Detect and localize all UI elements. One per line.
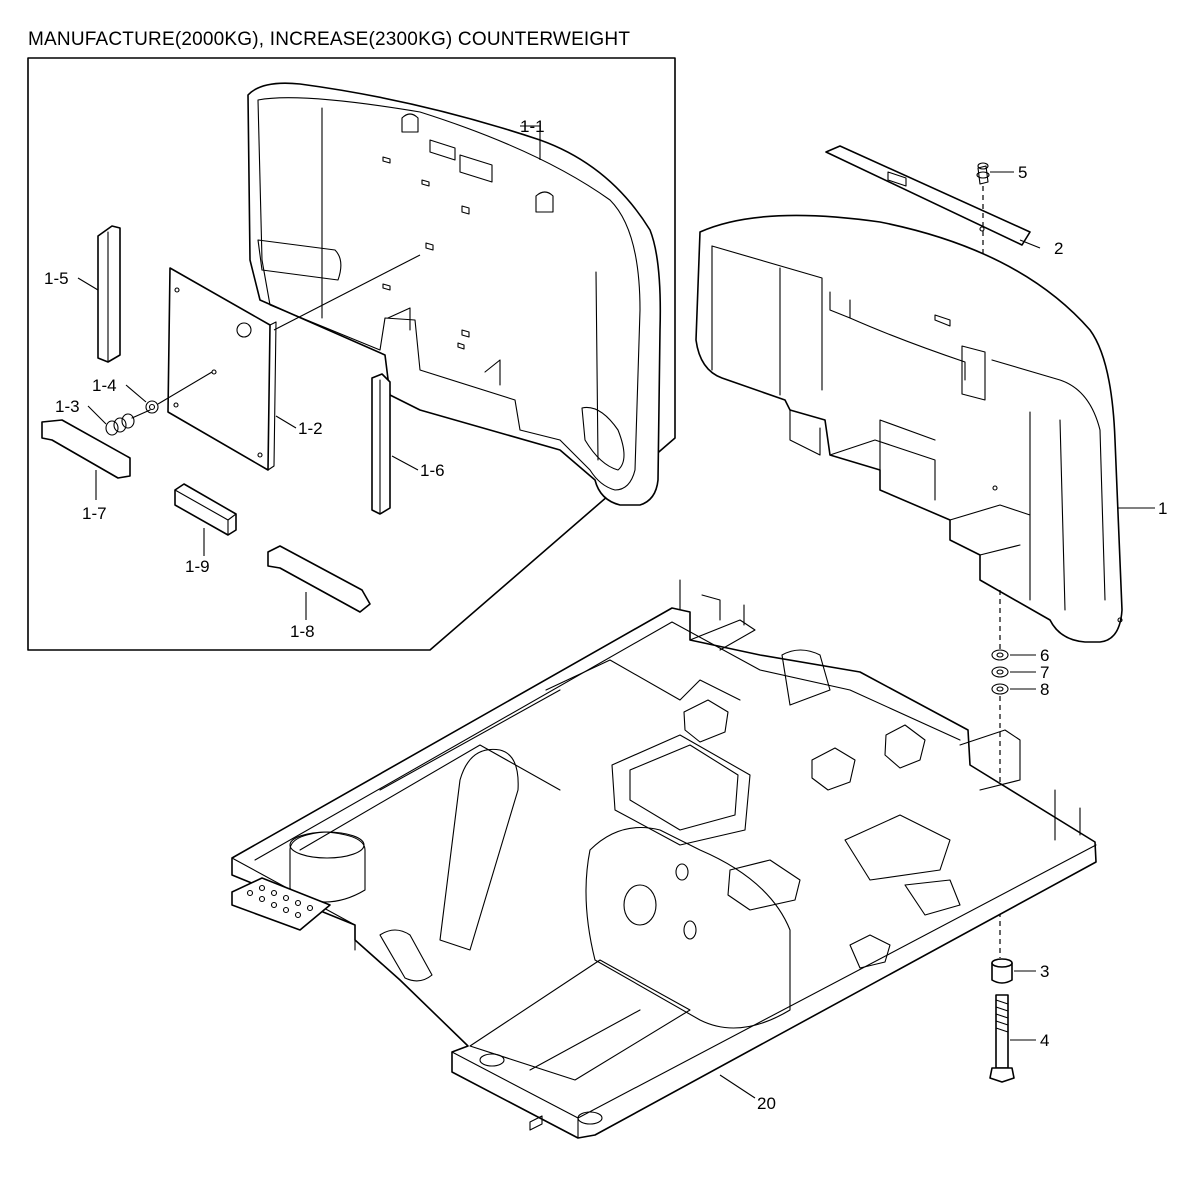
callout-8: 8 — [1040, 680, 1050, 699]
leader-lines — [77, 125, 1155, 1099]
counterweight-shell-1-1 — [247, 82, 662, 506]
leader-1-6 — [391, 455, 419, 471]
callout-1-6: 1-6 — [420, 461, 445, 480]
callout-1: 1 — [1158, 499, 1168, 518]
callout-2: 2 — [1054, 239, 1064, 258]
leader-2 — [1019, 239, 1041, 249]
diagram-title: MANUFACTURE(2000KG), INCREASE(2300KG) CO… — [28, 29, 631, 50]
callout-6: 6 — [1040, 646, 1050, 665]
leader-1-5 — [77, 277, 99, 291]
strip-1-8 — [267, 545, 371, 613]
leader-1-1 — [520, 125, 541, 160]
washer-6 — [991, 649, 1009, 661]
callout-1-8: 1-8 — [290, 622, 315, 641]
upper-frame-20 — [231, 579, 1097, 1139]
callout-1-9: 1-9 — [185, 557, 210, 576]
callout-4: 4 — [1040, 1031, 1050, 1050]
cover-plate-2 — [825, 145, 1031, 246]
callout-20: 20 — [757, 1094, 776, 1113]
callout-1-7: 1-7 — [82, 504, 107, 523]
strip-1-5 — [97, 225, 121, 363]
bolt-4 — [989, 994, 1015, 1083]
leader-1-3 — [87, 405, 107, 425]
callout-1-1: 1-1 — [520, 117, 545, 136]
strip-1-6 — [371, 373, 391, 515]
counterweight-1 — [695, 214, 1123, 650]
callout-3: 3 — [1040, 962, 1050, 981]
washer-7 — [991, 666, 1009, 678]
bolt-1-3 — [105, 409, 151, 436]
leader-1-4 — [125, 384, 147, 403]
callout-1-3: 1-3 — [55, 397, 80, 416]
callout-1-2: 1-2 — [298, 419, 323, 438]
callout-7: 7 — [1040, 663, 1050, 682]
callout-5: 5 — [1018, 163, 1028, 182]
washer-1-4 — [145, 371, 213, 414]
detail-inset-frame — [27, 57, 676, 651]
leader-20 — [719, 1074, 756, 1099]
plate-1-2 — [167, 254, 421, 471]
callout-1-5: 1-5 — [44, 269, 69, 288]
block-1-9 — [174, 483, 237, 536]
strip-1-7 — [41, 419, 131, 479]
callout-1-4: 1-4 — [92, 376, 117, 395]
spacer-3 — [991, 958, 1013, 984]
leader-1-2 — [275, 415, 297, 429]
